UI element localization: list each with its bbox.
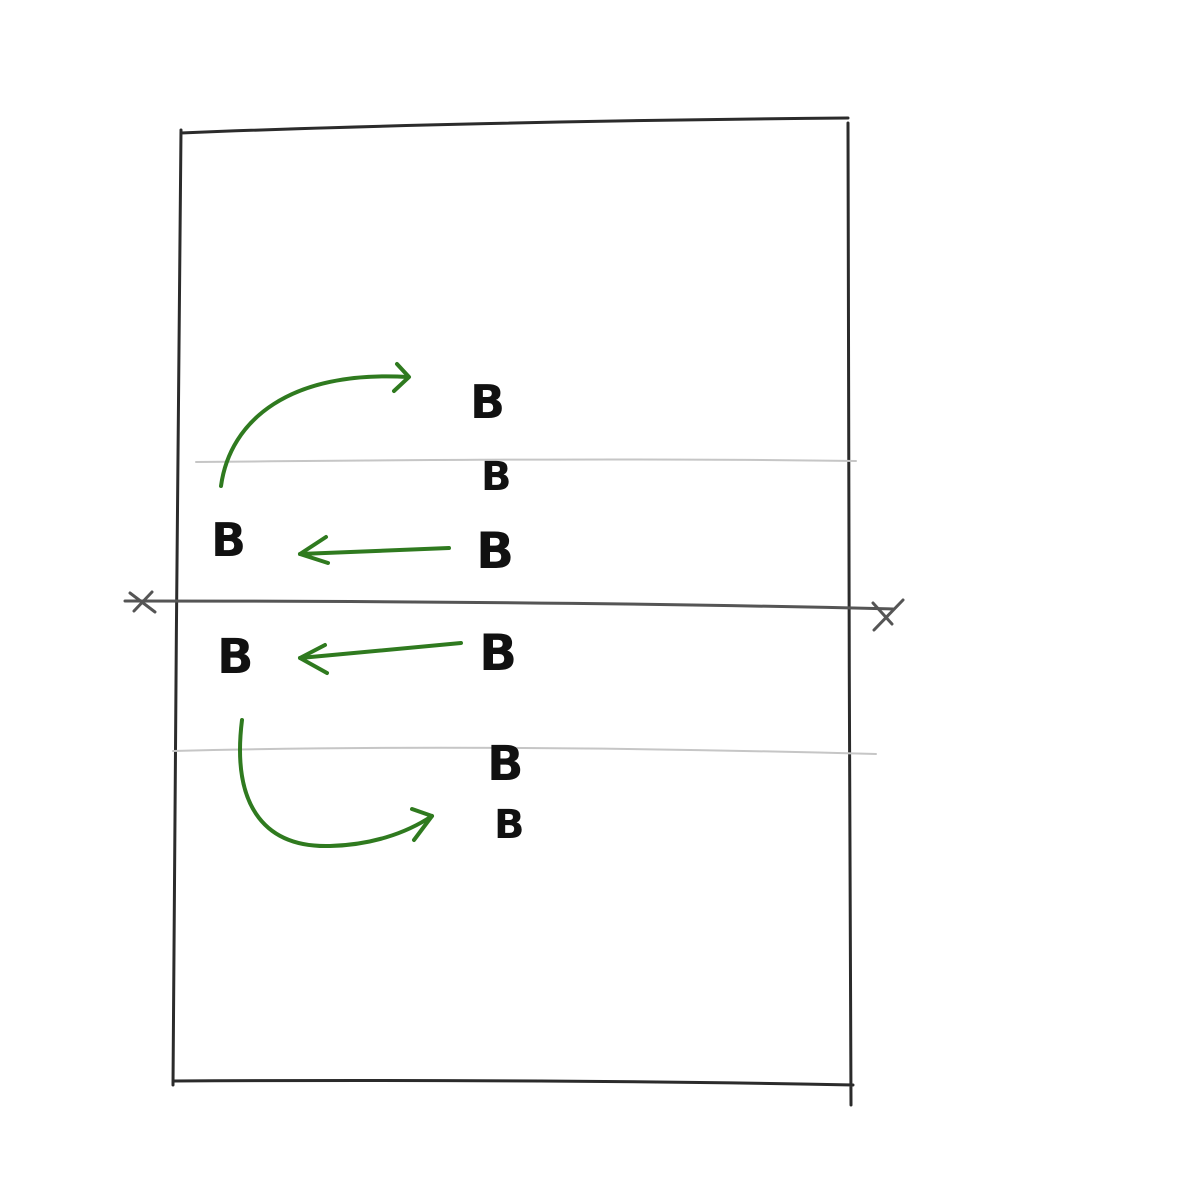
net-line [123, 599, 895, 611]
arrow-curved-down-right [238, 718, 434, 849]
player-marker: B [481, 454, 512, 500]
arrow-left-upper [298, 535, 451, 565]
player-marker: B [479, 624, 517, 682]
player-marker: B [470, 375, 505, 429]
player-marker: B [211, 513, 246, 567]
player-marker: B [487, 736, 524, 792]
arrow-curved-up-right [219, 362, 411, 488]
lower-zone-line [172, 746, 877, 755]
court-boundary [171, 116, 855, 1107]
player-marker: B [217, 629, 254, 685]
upper-zone-line [195, 458, 857, 463]
net-left-x-mark [128, 590, 157, 614]
player-marker: B [476, 522, 514, 580]
net-right-x-mark [871, 598, 905, 632]
arrow-left-lower [298, 641, 463, 675]
player-marker: B [494, 802, 525, 848]
